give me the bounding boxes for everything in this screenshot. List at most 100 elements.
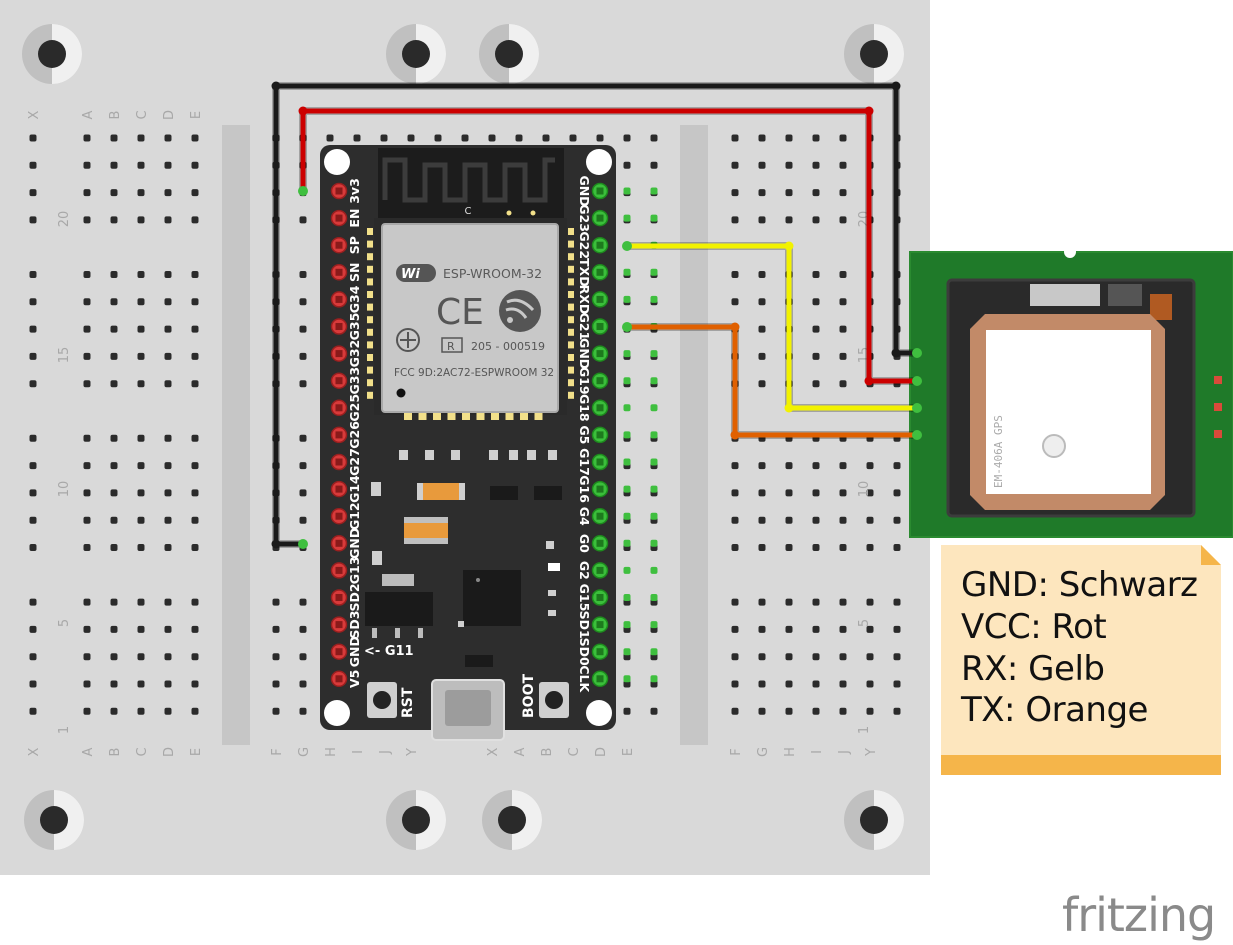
breadboard-hole: [110, 161, 118, 169]
esp32-pin-SD0: SD0: [577, 638, 609, 666]
breadboard-hole: [785, 134, 793, 142]
breadboard-hole: [839, 707, 847, 715]
breadboard-hole: [83, 189, 91, 197]
breadboard-hole: [299, 653, 307, 661]
breadboard-hole: [164, 298, 172, 306]
breadboard-hole: [299, 325, 307, 333]
breadboard-hole: [758, 189, 766, 197]
esp32-pin-label: RXD: [577, 285, 592, 315]
breadboard-hole: [29, 352, 37, 360]
breadboard-hole: [29, 134, 37, 142]
breadboard-hole: [623, 648, 631, 656]
breadboard-hole: [623, 161, 631, 169]
esp32-pin-label: GND: [577, 175, 592, 206]
breadboard-hole: [137, 462, 145, 470]
breadboard-hole: [164, 189, 172, 197]
esp32-pin-label: G18: [577, 394, 592, 422]
cert-mark-icon: [396, 328, 420, 352]
breadboard-hole: [83, 216, 91, 224]
breadboard-hole: [164, 271, 172, 278]
breadboard-hole: [731, 134, 739, 142]
esp32-pin-label: G17: [577, 448, 592, 476]
mounting-hole-icon: [386, 790, 446, 850]
breadboard-hole: [758, 707, 766, 715]
breadboard-hole: [893, 598, 901, 606]
breadboard-hole: [299, 352, 307, 360]
breadboard-hole: [137, 216, 145, 224]
breadboard-hole: [812, 298, 820, 306]
row-letter: G: [756, 747, 771, 757]
breadboard-hole: [893, 516, 901, 524]
breadboard-hole: [299, 707, 307, 715]
row-letter: B: [108, 111, 123, 120]
breadboard-hole: [893, 544, 901, 551]
breadboard-hole: [137, 298, 145, 306]
breadboard-hole: [812, 216, 820, 224]
row-letter: X: [27, 747, 42, 756]
row-letter: J: [378, 750, 393, 755]
row-letter: H: [324, 747, 339, 757]
gps-model-label: EM-406A GPS: [992, 415, 1005, 488]
esp32-pin-G22: G22: [577, 231, 609, 259]
breadboard-hole: [29, 462, 37, 470]
breadboard-hole: [299, 298, 307, 306]
esp32-pin-G35: G35: [330, 313, 362, 340]
mounting-hole-icon: [22, 24, 82, 84]
breadboard-hole: [83, 625, 91, 633]
mounting-hole-icon: [844, 790, 904, 850]
esp32-pin-GND: GND: [577, 338, 609, 369]
breadboard-hole: [731, 271, 739, 278]
mounting-hole-icon: [844, 24, 904, 84]
breadboard-hole: [758, 544, 766, 551]
breadboard-hole: [164, 680, 172, 688]
breadboard-hole: [758, 352, 766, 360]
boot-button[interactable]: [539, 682, 569, 718]
breadboard-hole: [893, 625, 901, 633]
breadboard-hole: [110, 544, 118, 551]
breadboard-hole: [299, 489, 307, 497]
breadboard-hole: [110, 516, 118, 524]
breadboard-hole: [866, 489, 874, 497]
breadboard-hole: [272, 625, 280, 633]
breadboard-hole: [137, 653, 145, 661]
esp32-pin-SD1: SD1: [577, 611, 609, 639]
breadboard-hole: [164, 489, 172, 497]
breadboard-hole: [731, 680, 739, 688]
breadboard-hole: [137, 625, 145, 633]
breadboard-hole: [785, 189, 793, 197]
breadboard-hole: [893, 653, 901, 661]
breadboard-hole: [191, 161, 199, 169]
breadboard-hole: [650, 161, 658, 169]
esp32-pin-SP: SP: [330, 236, 362, 254]
breadboard-hole: [191, 434, 199, 442]
rst-button[interactable]: [367, 682, 397, 718]
esp32-pin-label: V5: [347, 670, 362, 688]
breadboard-hole: [83, 462, 91, 470]
breadboard-hole: [812, 707, 820, 715]
breadboard-hole: [731, 707, 739, 715]
breadboard-hole: [29, 516, 37, 524]
esp32-pin-label: G4: [577, 507, 592, 526]
breadboard-hole: [191, 653, 199, 661]
esp32-pin-G16: G16: [577, 475, 609, 503]
esp32-pin-label: G22: [577, 231, 592, 259]
breadboard-hole: [650, 566, 658, 574]
mounting-hole-icon: [24, 790, 84, 850]
breadboard-hole: [380, 134, 388, 142]
row-letter: F: [270, 748, 285, 755]
breadboard-hole: [758, 462, 766, 470]
breadboard-hole: [731, 216, 739, 224]
g11-label: <- G11: [364, 644, 414, 659]
breadboard-hole: [110, 489, 118, 497]
esp32-pin-CLK: CLK: [577, 665, 609, 694]
breadboard-hole: [29, 434, 37, 442]
breadboard-hole: [866, 462, 874, 470]
mount-hole-icon: [324, 700, 350, 726]
breadboard-hole: [353, 134, 361, 142]
breadboard-hole: [110, 598, 118, 606]
breadboard-hole: [299, 680, 307, 688]
note-line-gnd: GND: Schwarz: [961, 565, 1198, 605]
breadboard-hole: [29, 625, 37, 633]
row-letter: Y: [405, 748, 420, 757]
